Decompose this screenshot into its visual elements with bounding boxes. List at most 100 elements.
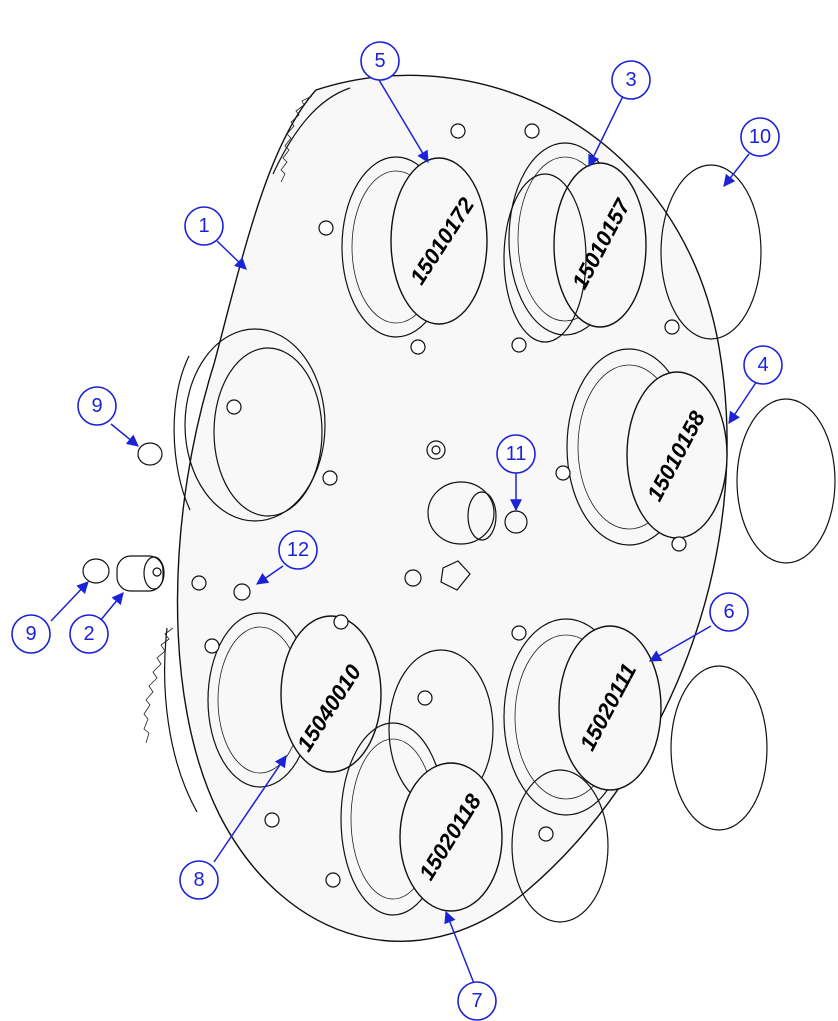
screw-6-bottom bbox=[538, 826, 554, 842]
part-disk-5 bbox=[390, 157, 488, 325]
screw-left-bottom bbox=[322, 470, 338, 486]
callout-7: 7 bbox=[457, 981, 497, 1021]
callout-balloons: 1 2 3 4 5 6 7 bbox=[11, 41, 783, 1021]
callout-1-label: 1 bbox=[198, 215, 209, 237]
snap-ring-6 bbox=[511, 769, 609, 923]
leader-8 bbox=[213, 755, 287, 863]
callout-2: 2 bbox=[69, 614, 109, 654]
callout-9-top: 9 bbox=[77, 386, 117, 426]
callout-leaders bbox=[50, 79, 758, 987]
callout-9-top-circle bbox=[77, 386, 117, 426]
callout-6: 6 bbox=[709, 592, 749, 632]
callout-7-circle bbox=[457, 981, 497, 1021]
callout-5-circle bbox=[360, 41, 400, 81]
leader-4 bbox=[728, 380, 758, 424]
center-bushing-front bbox=[467, 491, 497, 541]
callout-12-circle bbox=[278, 530, 318, 570]
part-disk-6 bbox=[558, 625, 662, 791]
screw-7-top bbox=[417, 690, 433, 706]
screw-3-top bbox=[524, 123, 540, 139]
leader-1 bbox=[216, 240, 247, 270]
callout-3: 3 bbox=[611, 60, 651, 100]
callout-1: 1 bbox=[184, 206, 224, 246]
callout-5: 5 bbox=[360, 41, 400, 81]
leader-2 bbox=[99, 592, 124, 622]
gear-edge-top bbox=[272, 87, 351, 175]
callout-3-circle bbox=[611, 60, 651, 100]
callout-8-circle bbox=[179, 860, 219, 900]
callout-12: 12 bbox=[278, 530, 318, 570]
screw-8-left bbox=[204, 638, 220, 654]
callout-8-label: 8 bbox=[193, 869, 204, 891]
center-washer-top-hole bbox=[431, 445, 441, 455]
screw-4-bottom bbox=[671, 536, 687, 552]
filter-position-7: 15020118 bbox=[325, 649, 503, 916]
screw-left-top bbox=[226, 399, 242, 415]
callout-5-label: 5 bbox=[374, 50, 385, 72]
callout-3-label: 3 bbox=[625, 69, 636, 91]
screw-5-bottom bbox=[410, 339, 426, 355]
callout-6-label: 6 bbox=[723, 601, 734, 623]
gear-edge-bottom bbox=[164, 627, 198, 813]
screw-12-base bbox=[233, 583, 251, 601]
callout-11: 11 bbox=[496, 434, 536, 474]
callout-10: 10 bbox=[740, 117, 780, 157]
leader-7 bbox=[444, 910, 476, 987]
callout-4-circle bbox=[743, 345, 783, 385]
callout-10-circle bbox=[740, 117, 780, 157]
callout-2-circle bbox=[69, 614, 109, 654]
screw-5-left bbox=[318, 220, 334, 236]
center-cube bbox=[440, 560, 471, 591]
filter-position-5: 15010172 bbox=[318, 123, 488, 355]
small-washer-left bbox=[191, 575, 207, 591]
center-bushing bbox=[427, 481, 495, 545]
leader-3 bbox=[588, 95, 624, 168]
part-disk-8 bbox=[280, 615, 382, 773]
screw-8-top bbox=[333, 614, 349, 630]
leader-5 bbox=[378, 79, 429, 164]
callout-4-label: 4 bbox=[757, 354, 768, 376]
screw-7-left bbox=[325, 872, 341, 888]
part-9-bottom-body bbox=[82, 558, 110, 584]
snap-ring-right-bottom bbox=[670, 665, 768, 831]
screw-4-left bbox=[555, 465, 571, 481]
filter-position-4: 15010158 bbox=[555, 348, 728, 552]
leader-6 bbox=[648, 625, 712, 662]
callout-12-label: 12 bbox=[287, 539, 309, 561]
screw-6-top bbox=[511, 625, 527, 641]
left-housing bbox=[173, 328, 338, 522]
part-2-body bbox=[116, 555, 164, 592]
center-washer-bottom bbox=[404, 569, 422, 587]
loose-snap-rings bbox=[660, 164, 836, 831]
left-housing-front bbox=[213, 347, 323, 517]
callout-10-label: 10 bbox=[749, 126, 771, 148]
leader-10 bbox=[723, 153, 750, 187]
left-loose-parts bbox=[82, 442, 165, 592]
snap-ring-3 bbox=[503, 173, 587, 343]
snap-ring-10-top bbox=[660, 164, 762, 340]
callout-1-circle bbox=[184, 206, 224, 246]
callout-4: 4 bbox=[743, 345, 783, 385]
part-2-front bbox=[143, 556, 165, 590]
callout-9-top-label: 9 bbox=[91, 395, 102, 417]
filter-position-6: 15020111 bbox=[503, 618, 662, 923]
callout-9-bottom-circle bbox=[11, 614, 51, 654]
leader-12 bbox=[256, 565, 284, 585]
callout-11-circle bbox=[496, 434, 536, 474]
leader-9-top bbox=[110, 423, 139, 447]
screw-3-bottom bbox=[511, 337, 527, 353]
callout-11-label: 11 bbox=[506, 443, 527, 465]
part-9-top-body bbox=[137, 442, 163, 466]
gear-teeth-bottom bbox=[143, 627, 174, 744]
callout-9-bottom-label: 9 bbox=[25, 623, 36, 645]
filter-position-8: 15040010 bbox=[191, 575, 382, 828]
callout-2-label: 2 bbox=[83, 623, 94, 645]
left-housing-back bbox=[184, 328, 326, 522]
filter-position-3: 15010157 bbox=[503, 123, 680, 353]
callout-6-circle bbox=[709, 592, 749, 632]
center-washer-top bbox=[426, 440, 446, 460]
screw-8-bottom bbox=[264, 812, 280, 828]
part-2-hole bbox=[152, 567, 162, 577]
